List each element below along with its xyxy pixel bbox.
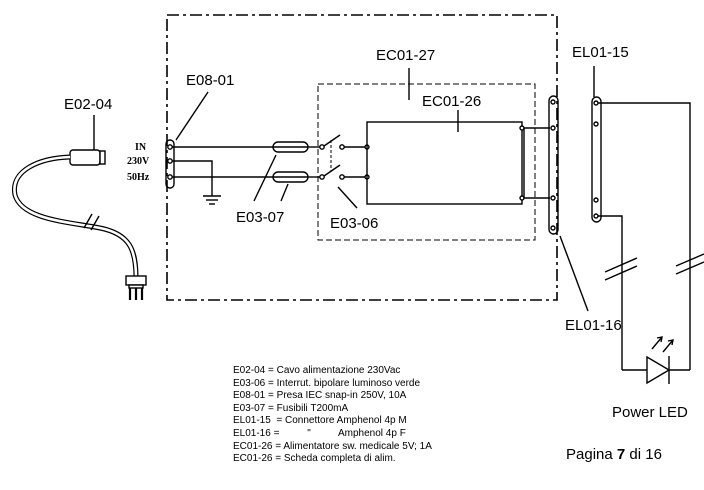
label-e03-07: E03-07 bbox=[236, 209, 284, 226]
power-cord bbox=[12, 154, 139, 279]
enclosure-outline bbox=[166, 14, 558, 301]
label-el01-16: EL01-16 bbox=[565, 317, 622, 334]
component-legend: E02-04 = Cavo alimentazione 230Vac E03-0… bbox=[233, 365, 533, 466]
label-power-led: Power LED bbox=[612, 404, 688, 421]
label-el01-15: EL01-15 bbox=[572, 44, 629, 61]
label-ec01-26: EC01-26 bbox=[422, 93, 481, 110]
page-suffix: di 16 bbox=[625, 446, 662, 463]
board-outline bbox=[317, 83, 536, 241]
connector-el01-16 bbox=[548, 95, 559, 235]
legend-item: EC01-26 = Alimentatore sw. medicale 5V; … bbox=[233, 440, 432, 452]
iec-plug bbox=[69, 149, 101, 166]
legend-item: E02-04 = Cavo alimentazione 230Vac bbox=[233, 365, 401, 376]
connector-el01-15 bbox=[591, 96, 602, 223]
page-indicator: Pagina 7 di 16 bbox=[566, 446, 662, 463]
legend-item: E03-06 = Interrut. bipolare luminoso ver… bbox=[233, 377, 421, 389]
led-symbol bbox=[646, 355, 671, 385]
label-e08-01: E08-01 bbox=[186, 72, 234, 89]
mains-plug bbox=[125, 275, 147, 286]
iec-inlet bbox=[165, 139, 175, 189]
label-e03-06: E03-06 bbox=[330, 215, 378, 232]
psu-box bbox=[366, 121, 523, 205]
pin-in: IN bbox=[135, 142, 147, 153]
legend-item: E08-01 = Presa IEC snap-in 250V, 10A bbox=[233, 390, 407, 402]
label-e02-04: E02-04 bbox=[64, 96, 112, 113]
legend-item: EC01-26 = Scheda completa di alim. bbox=[233, 453, 396, 465]
legend-item: E03-07 = Fusibili T200mA bbox=[233, 402, 349, 414]
legend-item: EL01-16 = " Amphenol 4p F bbox=[233, 427, 406, 439]
pin-voltage: 230V bbox=[127, 156, 150, 167]
legend-item: EL01-15 = Connettore Amphenol 4p M bbox=[233, 415, 407, 427]
page-number: 7 bbox=[616, 446, 626, 463]
page-prefix: Pagina bbox=[566, 446, 617, 463]
pin-frequency: 50Hz bbox=[127, 172, 150, 183]
label-ec01-27: EC01-27 bbox=[376, 47, 435, 64]
